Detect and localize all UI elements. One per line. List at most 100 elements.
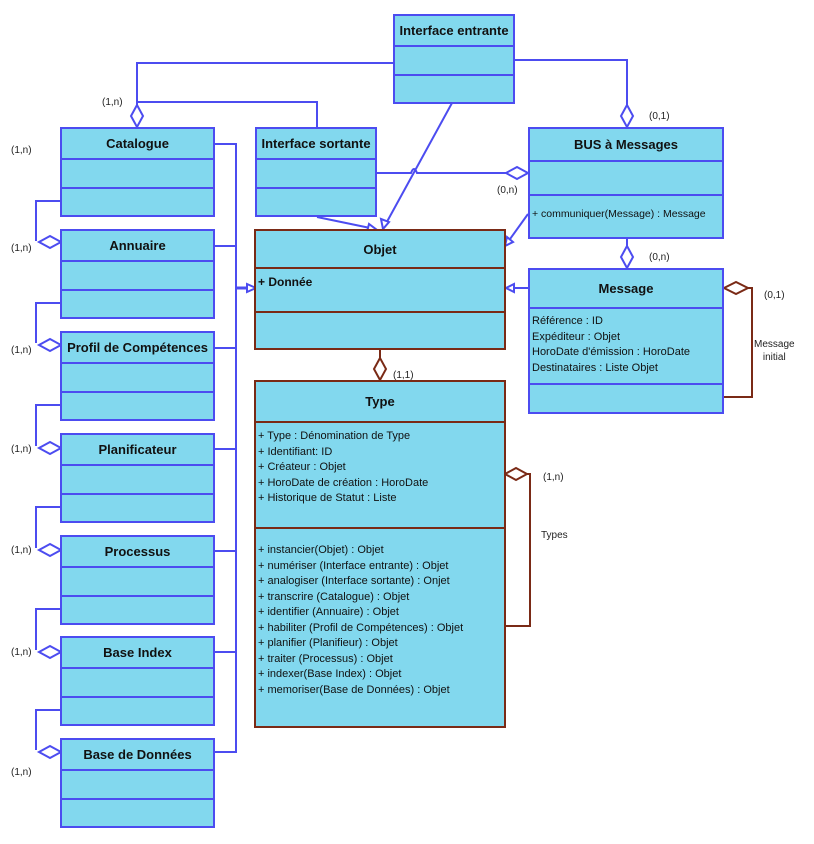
- operation: + indexer(Base Index) : Objet: [258, 668, 402, 680]
- operation: + numériser (Interface entrante) : Objet: [258, 559, 449, 572]
- attribute: + Type : Dénomination de Type: [258, 430, 411, 442]
- class-type[interactable]: Type + Type : Dénomination de Type + Ide…: [254, 380, 506, 728]
- class-annuaire[interactable]: Annuaire: [60, 229, 215, 319]
- attributes-section: [62, 669, 213, 698]
- connector-type-self: [505, 473, 531, 627]
- class-title: Processus: [62, 537, 213, 568]
- aggregation-diamond-bus-left: [503, 165, 531, 181]
- class-title: Profil de Compétences: [62, 333, 213, 364]
- class-message[interactable]: Message Référence : ID Expéditeur : Obje…: [528, 268, 724, 414]
- class-title: Base de Données: [62, 740, 213, 771]
- multiplicity-label: (1,n): [11, 243, 32, 254]
- attribute: Expéditeur : Objet: [532, 330, 621, 343]
- connector-sortante-catalogue: [137, 101, 318, 127]
- class-title: Catalogue: [62, 129, 213, 160]
- aggregation-diamond-planificateur: [36, 440, 64, 456]
- connector-sortante-objet: [316, 216, 376, 230]
- aggregation-diamond-processus: [36, 542, 64, 558]
- class-title: Annuaire: [62, 231, 213, 262]
- operations-section: + communiquer(Message) : Message: [530, 196, 722, 237]
- operations-section: [62, 189, 213, 215]
- arrow-spine-objet: [246, 282, 259, 294]
- operations-section: [62, 291, 213, 317]
- class-interface-sortante[interactable]: Interface sortante: [255, 127, 377, 217]
- connector-entrante-catalogue: [136, 62, 393, 105]
- attribute: + HoroDate de création : HoroDate: [258, 476, 429, 489]
- arrow-bus-objet: [503, 235, 515, 248]
- multiplicity-label: (0,n): [497, 185, 518, 196]
- operation: + communiquer(Message) : Message: [532, 208, 706, 220]
- aggregation-diamond-annuaire: [36, 234, 64, 250]
- attribute: + Historique de Statut : Liste: [258, 492, 397, 504]
- aggregation-diamond-base-index: [36, 644, 64, 660]
- class-title: BUS à Messages: [530, 129, 722, 162]
- class-title: Interface sortante: [257, 129, 375, 160]
- multiplicity-label: (0,n): [649, 252, 670, 263]
- operations-section: [62, 800, 213, 826]
- multiplicity-label: (1,n): [11, 647, 32, 658]
- attributes-section: [395, 47, 513, 76]
- aggregation-diamond-catalogue: [129, 102, 145, 130]
- role-label-types: Types: [541, 530, 568, 541]
- class-title: Base Index: [62, 638, 213, 669]
- operations-section: + instancier(Objet) : Objet + numériser …: [256, 529, 504, 726]
- aggregation-diamond-message: [619, 243, 635, 271]
- operations-section: [395, 76, 513, 102]
- multiplicity-label: (1,n): [11, 145, 32, 156]
- multiplicity-label: (0,1): [649, 111, 670, 122]
- attributes-section: [62, 568, 213, 597]
- aggregation-diamond-bus: [619, 102, 635, 130]
- class-planificateur[interactable]: Planificateur: [60, 433, 215, 523]
- attributes-section: [62, 262, 213, 291]
- connector-entrante-objet: [382, 102, 453, 230]
- class-objet[interactable]: Objet + Donnée: [254, 229, 506, 350]
- aggregation-diamond-profil: [36, 337, 64, 353]
- multiplicity-label: (0,1): [764, 290, 785, 301]
- attribute: + Créateur : Objet: [258, 461, 346, 473]
- multiplicity-label: (1,n): [102, 97, 123, 108]
- operations-section: [62, 393, 213, 419]
- class-catalogue[interactable]: Catalogue: [60, 127, 215, 217]
- multiplicity-label: (1,n): [11, 767, 32, 778]
- attributes-section: Référence : ID Expéditeur : Objet HoroDa…: [530, 309, 722, 385]
- operation: + analogiser (Interface sortante) : Onje…: [258, 575, 450, 587]
- attributes-section: [62, 364, 213, 393]
- aggregation-diamond-type-self: [502, 466, 530, 482]
- operations-section: [62, 495, 213, 521]
- class-base-index[interactable]: Base Index: [60, 636, 215, 726]
- class-profil-competences[interactable]: Profil de Compétences: [60, 331, 215, 421]
- class-title: Type: [256, 382, 504, 423]
- connector-entrante-bus: [514, 59, 628, 105]
- operations-section: [530, 385, 722, 412]
- multiplicity-label: (1,n): [11, 545, 32, 556]
- aggregation-diamond-type: [372, 355, 388, 383]
- aggregation-diamond-base-donnees: [36, 744, 64, 760]
- class-title: Message: [530, 270, 722, 309]
- class-processus[interactable]: Processus: [60, 535, 215, 625]
- attribute: HoroDate d'émission : HoroDate: [532, 346, 691, 358]
- operation: + identifier (Annuaire) : Objet: [258, 606, 399, 618]
- attributes-section: [62, 771, 213, 800]
- operation: + traiter (Processus) : Objet: [258, 652, 393, 665]
- operation: + planifier (Planifieur) : Objet: [258, 637, 398, 649]
- attribute: Destinataires : Liste Objet: [532, 361, 658, 374]
- operations-section: [256, 313, 504, 348]
- class-bus-messages[interactable]: BUS à Messages + communiquer(Message) : …: [528, 127, 724, 239]
- attribute: Référence : ID: [532, 315, 603, 327]
- attribute: + Donnée: [258, 275, 313, 289]
- role-label-message-initial: Message initial: [754, 339, 795, 363]
- attributes-section: + Type : Dénomination de Type + Identifi…: [256, 423, 504, 529]
- class-title: Interface entrante: [395, 16, 513, 47]
- class-title: Objet: [256, 231, 504, 269]
- attributes-section: + Donnée: [256, 269, 504, 313]
- multiplicity-label: (1,n): [11, 444, 32, 455]
- operations-section: [62, 698, 213, 724]
- attributes-section: [62, 466, 213, 495]
- multiplicity-label: (1,n): [543, 472, 564, 483]
- class-interface-entrante[interactable]: Interface entrante: [393, 14, 515, 104]
- multiplicity-label: (1,1): [393, 370, 414, 381]
- class-base-donnees[interactable]: Base de Données: [60, 738, 215, 828]
- class-title: Planificateur: [62, 435, 213, 466]
- attributes-section: [530, 162, 722, 196]
